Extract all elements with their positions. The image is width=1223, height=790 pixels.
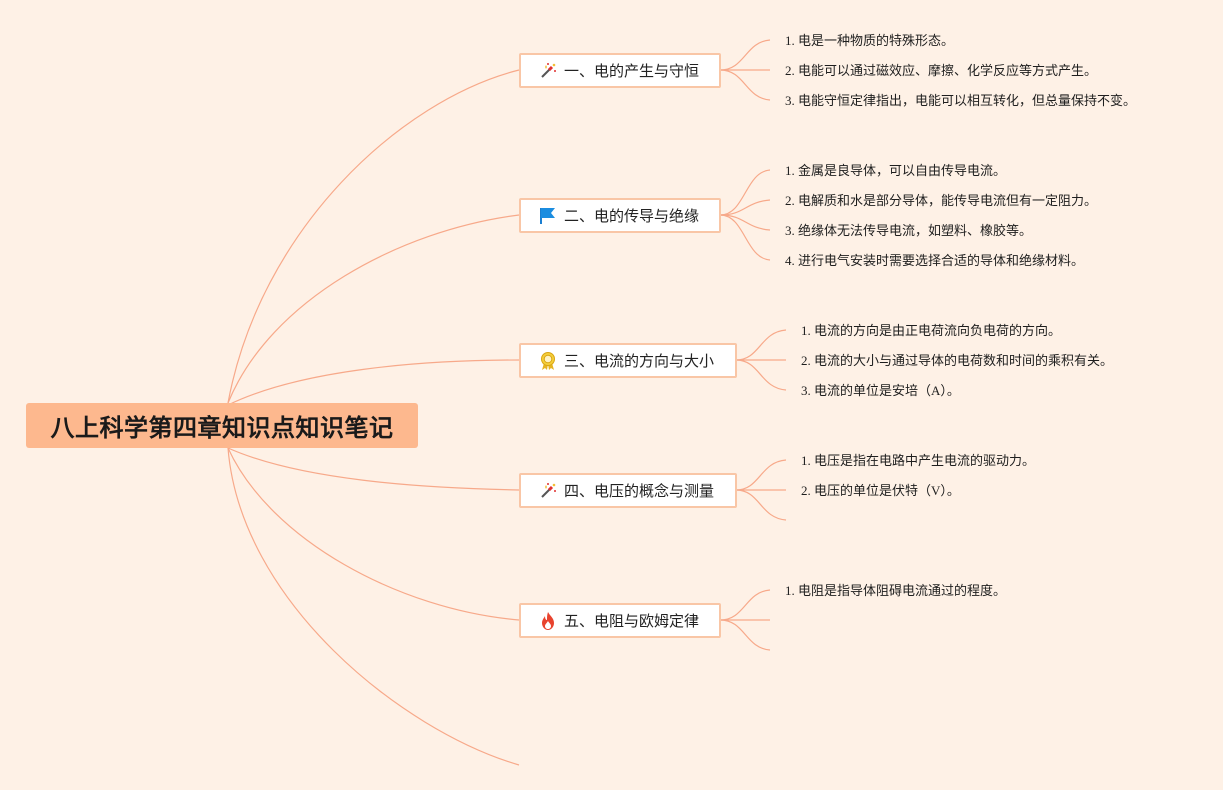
- list-item[interactable]: 1. 金属是良导体，可以自由传导电流。: [785, 163, 1007, 178]
- magic-wand-icon: [538, 481, 558, 501]
- list-item[interactable]: 4. 进行电气安装时需要选择合适的导体和绝缘材料。: [785, 253, 1085, 268]
- root-connector-5: [227, 447, 520, 621]
- list-item[interactable]: 3. 电流的单位是安培（A）。: [801, 383, 960, 398]
- branch-label: 二、电的传导与绝缘: [564, 207, 700, 225]
- list-item[interactable]: 3. 绝缘体无法传导电流，如塑料、橡胶等。: [785, 223, 1033, 238]
- branch-label: 三、电流的方向与大小: [564, 352, 715, 370]
- branch-label: 五、电阻与欧姆定律: [564, 612, 700, 630]
- list-item[interactable]: 1. 电流的方向是由正电荷流向负电荷的方向。: [801, 323, 1062, 338]
- list-item[interactable]: 1. 电是一种物质的特殊形态。: [785, 33, 955, 48]
- award-medal-icon: [538, 351, 558, 371]
- root-connector-6: [227, 447, 520, 766]
- list-item[interactable]: 2. 电能可以通过磁效应、摩擦、化学反应等方式产生。: [785, 63, 1098, 78]
- list-item[interactable]: 1. 电阻是指导体阻碍电流通过的程度。: [785, 583, 1007, 598]
- root-connector-2: [227, 214, 520, 404]
- flag-icon: [538, 206, 558, 226]
- list-item[interactable]: 2. 电压的单位是伏特（V）。: [801, 483, 960, 498]
- root-connector-1: [227, 69, 520, 404]
- branch-label: 一、电的产生与守恒: [564, 62, 700, 80]
- magic-wand-icon: [538, 61, 558, 81]
- root-topic[interactable]: 八上科学第四章知识点知识笔记: [26, 403, 418, 448]
- root-title: 八上科学第四章知识点知识笔记: [50, 414, 394, 442]
- branch-topic-3[interactable]: 三、电流的方向与大小: [519, 343, 737, 378]
- branch-topic-2[interactable]: 二、电的传导与绝缘: [519, 198, 721, 233]
- list-item[interactable]: 3. 电能守恒定律指出，电能可以相互转化，但总量保持不变。: [785, 93, 1137, 108]
- branch-label: 四、电压的概念与测量: [564, 482, 715, 500]
- list-item[interactable]: 2. 电解质和水是部分导体，能传导电流但有一定阻力。: [785, 193, 1098, 208]
- branch-topic-5[interactable]: 五、电阻与欧姆定律: [519, 603, 721, 638]
- branch-topic-4[interactable]: 四、电压的概念与测量: [519, 473, 737, 508]
- list-item[interactable]: 2. 电流的大小与通过导体的电荷数和时间的乘积有关。: [801, 353, 1114, 368]
- branch-topic-1[interactable]: 一、电的产生与守恒: [519, 53, 721, 88]
- list-item[interactable]: 1. 电压是指在电路中产生电流的驱动力。: [801, 453, 1036, 468]
- root-connector-3: [227, 359, 520, 406]
- root-connector-4: [227, 447, 520, 491]
- fire-icon: [538, 611, 558, 631]
